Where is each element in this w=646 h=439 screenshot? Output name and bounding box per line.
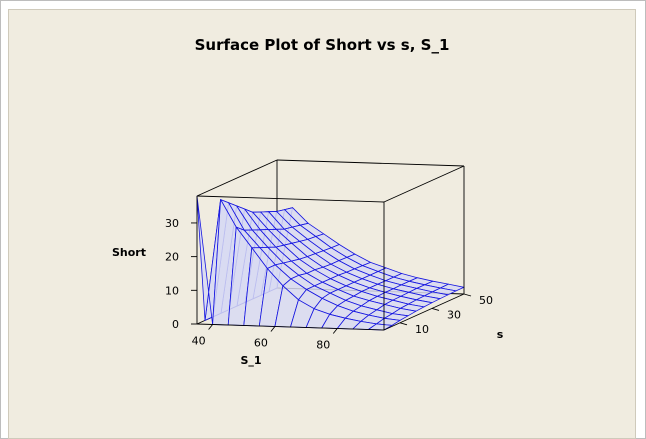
box-edge (383, 165, 465, 203)
x-axis-label: S_1 (240, 354, 261, 367)
box-edge (383, 293, 465, 331)
box-edge (276, 159, 465, 167)
x-tick-label: 80 (316, 339, 330, 352)
y-tick-mark (431, 307, 440, 311)
y-tick-mark (463, 293, 472, 297)
x-tick-label: 60 (254, 337, 268, 350)
box-edge (196, 159, 278, 197)
z-tick-label: 30 (165, 217, 179, 230)
z-tick-label: 20 (165, 251, 179, 264)
surface-plot: Surface Plot of Short vs s, S_1 0 10 20 30 4… (112, 36, 504, 367)
axis-ticks: 0 10 20 30 40 60 80 10 30 50 (165, 217, 493, 352)
y-tick-label: 30 (447, 308, 461, 321)
chart-title: Surface Plot of Short vs s, S_1 (195, 36, 450, 54)
z-tick-label: 10 (165, 284, 179, 297)
box-edge (196, 323, 385, 331)
y-tick-mark (399, 322, 408, 326)
y-tick-label: 10 (415, 323, 429, 336)
y-axis-label: s (497, 328, 504, 341)
x-tick-label: 40 (192, 335, 206, 348)
x-tick-mark (270, 326, 276, 332)
z-tick-label: 0 (172, 318, 179, 331)
surface-mesh (196, 195, 465, 331)
box-edge (196, 195, 385, 203)
y-tick-label: 50 (479, 294, 493, 307)
box-front-edges (196, 159, 465, 331)
x-tick-mark (208, 324, 213, 330)
x-tick-mark (332, 328, 338, 334)
plot-panel: Surface Plot of Short vs s, S_1 0 10 20 30 4… (8, 9, 636, 439)
z-axis-label: Short (112, 246, 146, 259)
